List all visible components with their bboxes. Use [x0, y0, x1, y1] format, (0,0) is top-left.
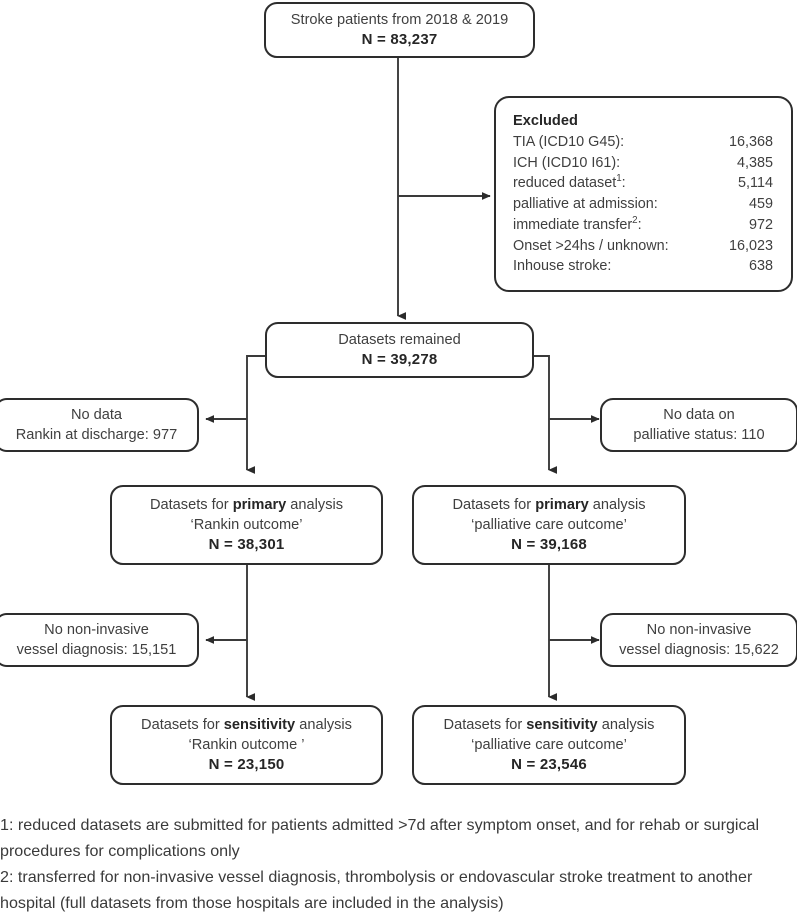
excluded-row-value: 16,023 — [728, 237, 773, 254]
footnote-2: 2: transferred for non-invasive vessel d… — [0, 868, 753, 913]
cohort-line-1: Stroke patients from 2018 & 2019 — [290, 11, 509, 28]
primary-palliative-count: N = 39,168 — [511, 535, 587, 553]
sensitivity-rankin-count: N = 23,150 — [208, 755, 285, 773]
sensitivity-rankin-line-1: Datasets for sensitivity analysis — [141, 716, 352, 733]
sensitivity-palliative-line-1: Datasets for sensitivity analysis — [443, 716, 655, 733]
node-sensitivity-analysis-rankin: Datasets for sensitivity analysis ‘Ranki… — [110, 705, 383, 785]
no-palliative-line-1: No data on — [663, 406, 735, 423]
no-vessel-right-line-2: vessel diagnosis: 15,622 — [619, 642, 779, 658]
no-palliative-line-2: palliative status: 110 — [633, 427, 765, 443]
excluded-row-label: TIA (ICD10 G45): — [513, 133, 625, 150]
node-no-data-rankin: No data Rankin at discharge: 977 — [0, 398, 199, 452]
excluded-title: Excluded — [513, 112, 578, 129]
excluded-row: palliative at admission: 459 — [513, 194, 773, 215]
excluded-row: reduced dataset1: 5,114 — [513, 173, 773, 194]
node-no-data-palliative: No data on palliative status: 110 — [600, 398, 797, 452]
excluded-row-value: 638 — [748, 258, 773, 275]
no-rankin-line-1: No data — [70, 406, 123, 423]
node-sensitivity-analysis-palliative: Datasets for sensitivity analysis ‘palli… — [412, 705, 686, 785]
node-primary-analysis-palliative: Datasets for primary analysis ‘palliativ… — [412, 485, 686, 565]
excluded-row-label: Onset >24hs / unknown: — [513, 237, 669, 254]
excluded-row-label: immediate transfer2: — [513, 215, 642, 233]
footnote-marker: 2 — [632, 215, 638, 227]
excluded-row-label: reduced dataset1: — [513, 173, 626, 192]
sensitivity-palliative-line-2: ‘palliative care outcome’ — [471, 736, 627, 753]
cohort-count: N = 83,237 — [361, 30, 438, 48]
connector-remained-left-trunk — [246, 355, 265, 474]
excluded-row-value: 459 — [748, 196, 773, 213]
primary-rankin-line-2: ‘Rankin outcome’ — [190, 516, 303, 533]
footnote-1: 1: reduced datasets are submitted for pa… — [0, 816, 760, 861]
primary-palliative-line-2: ‘palliative care outcome’ — [471, 516, 627, 533]
node-no-vessel-diagnosis-right: No non-invasive vessel diagnosis: 15,622 — [600, 613, 797, 667]
excluded-row-value: 5,114 — [738, 175, 773, 192]
no-vessel-right-line-1: No non-invasive — [646, 621, 752, 638]
primary-rankin-line-1: Datasets for primary analysis — [149, 496, 344, 513]
footnote-marker: 1 — [616, 173, 622, 185]
excluded-row-label: ICH (ICD10 I61): — [513, 154, 621, 171]
primary-palliative-line-1: Datasets for primary analysis — [452, 496, 646, 513]
sensitivity-rankin-line-2: ‘Rankin outcome ’ — [188, 736, 305, 753]
remained-count: N = 39,278 — [361, 350, 438, 368]
excluded-row-value: 972 — [748, 216, 773, 233]
no-vessel-left-line-1: No non-invasive — [44, 621, 149, 638]
node-no-vessel-diagnosis-left: No non-invasive vessel diagnosis: 15,151 — [0, 613, 199, 667]
connector-remained-right-trunk — [533, 355, 558, 474]
excluded-row: immediate transfer2: 972 — [513, 215, 773, 236]
excluded-row: ICH (ICD10 I61): 4,385 — [513, 153, 773, 174]
excluded-row: Inhouse stroke: 638 — [513, 256, 773, 277]
footnotes: 1: reduced datasets are submitted for pa… — [0, 812, 797, 914]
excluded-row-value: 16,368 — [728, 133, 773, 150]
excluded-row-label: palliative at admission: — [513, 196, 658, 213]
excluded-row: TIA (ICD10 G45): 16,368 — [513, 132, 773, 153]
node-datasets-remained: Datasets remained N = 39,278 — [265, 322, 534, 378]
excluded-row-label: Inhouse stroke: — [513, 258, 612, 275]
no-vessel-left-line-2: vessel diagnosis: 15,151 — [16, 642, 177, 658]
primary-rankin-count: N = 38,301 — [208, 535, 285, 553]
remained-line-1: Datasets remained — [338, 331, 461, 348]
excluded-row-value: 4,385 — [736, 154, 773, 171]
no-rankin-line-2: Rankin at discharge: 977 — [15, 427, 178, 443]
sensitivity-palliative-count: N = 23,546 — [511, 755, 587, 773]
node-primary-analysis-rankin: Datasets for primary analysis ‘Rankin ou… — [110, 485, 383, 565]
excluded-row: Onset >24hs / unknown: 16,023 — [513, 236, 773, 257]
node-stroke-patients-cohort: Stroke patients from 2018 & 2019 N = 83,… — [264, 2, 535, 58]
